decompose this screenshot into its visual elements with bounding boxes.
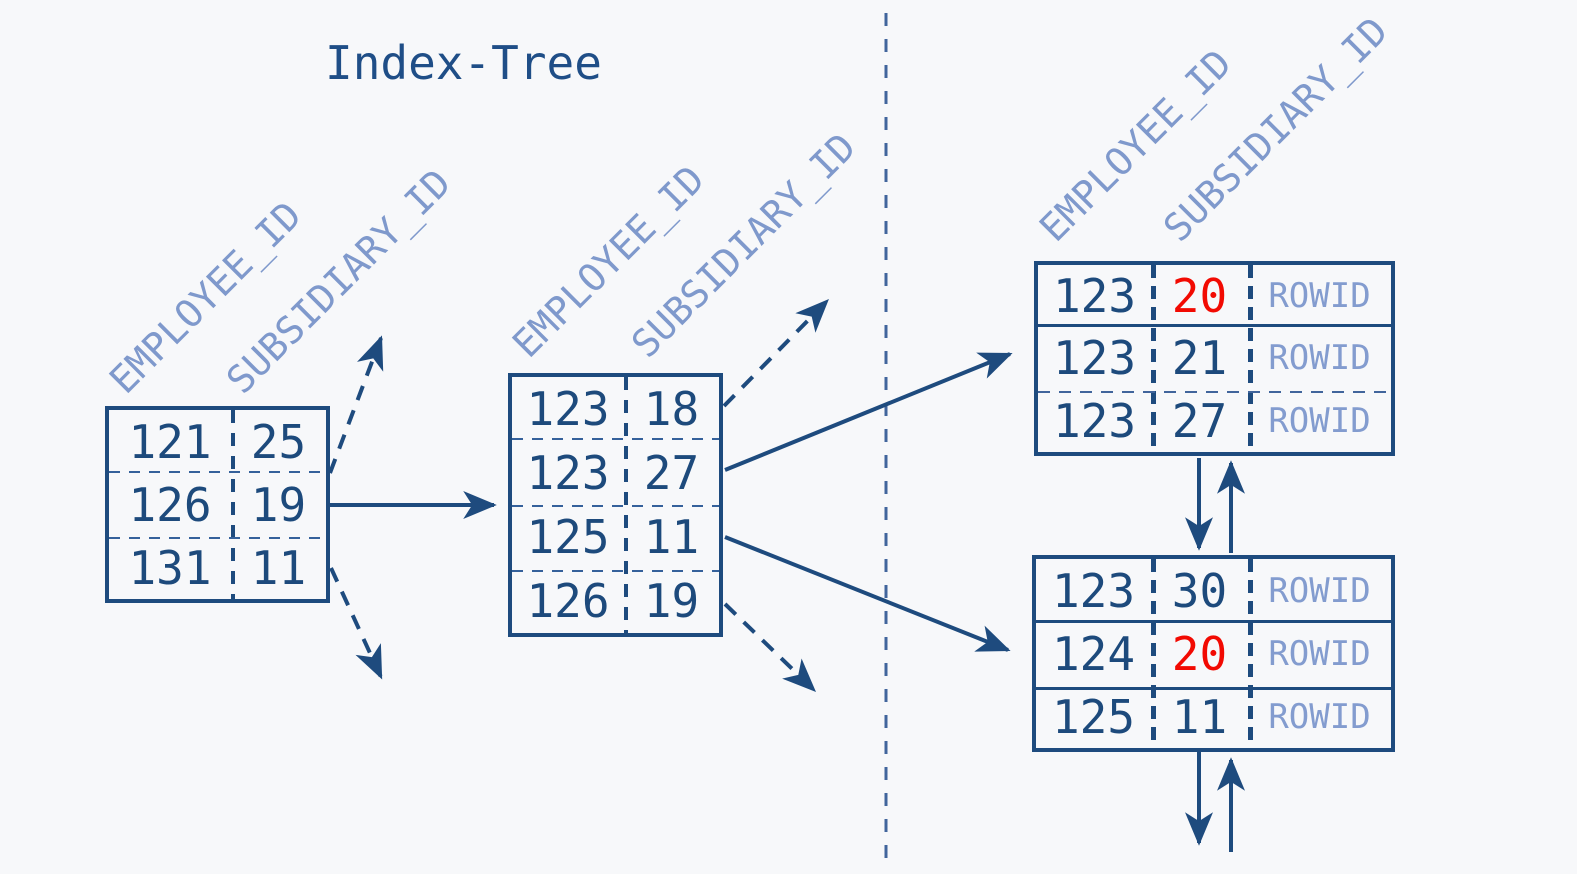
table-row: 123 20 ROWID <box>1038 265 1391 327</box>
leaf-node-bottom: 123 30 ROWID 124 20 ROWID 125 11 ROWID <box>1032 555 1395 752</box>
table-row: 125 11 ROWID <box>1036 685 1391 748</box>
table-row: 121 25 <box>109 410 326 473</box>
subsidiary-id-value: 11 <box>1171 689 1228 744</box>
table-row: 123 27 ROWID <box>1038 390 1391 452</box>
arrow-middle-to-leaf-top <box>724 352 1013 472</box>
employee-id-value: 123 <box>526 382 610 436</box>
row-separator <box>1036 620 1391 623</box>
table-row: 123 18 <box>512 377 719 441</box>
subsidiary-id-value: 19 <box>643 574 700 628</box>
subsidiary-id-value: 18 <box>643 382 700 436</box>
employee-id-value: 123 <box>1052 393 1137 448</box>
employee-id-value: 126 <box>128 477 212 532</box>
row-separator <box>1036 687 1391 690</box>
row-separator <box>109 537 326 539</box>
subsidiary-id-value: 11 <box>643 510 700 564</box>
table-row: 124 20 ROWID <box>1036 622 1391 685</box>
table-row: 131 11 <box>109 536 326 599</box>
table-row: 123 27 <box>512 441 719 505</box>
employee-id-value: 123 <box>1052 269 1137 324</box>
subsidiary-id-value: 11 <box>250 540 307 595</box>
table-row: 126 19 <box>512 569 719 633</box>
employee-id-value: 125 <box>1051 689 1136 744</box>
subsidiary-id-value: 20 <box>1171 626 1228 681</box>
employee-id-value: 131 <box>128 540 212 595</box>
column-separator <box>1248 265 1253 452</box>
table-row: 125 11 <box>512 505 719 569</box>
column-separator <box>231 410 235 599</box>
arrow-left-down-dashed <box>329 567 383 680</box>
employee-id-value: 123 <box>1052 331 1137 386</box>
rowid-label: ROWID <box>1268 570 1371 611</box>
employee-id-value: 126 <box>526 574 610 628</box>
employee-id-value: 123 <box>526 446 610 500</box>
arrow-middle-down-dashed <box>723 602 817 692</box>
row-separator <box>512 438 719 440</box>
employee-id-value: 123 <box>1051 563 1136 618</box>
employee-id-value: 121 <box>128 414 212 469</box>
row-separator <box>512 505 719 507</box>
arrow-left-up-dashed <box>328 335 384 474</box>
subsidiary-id-value: 30 <box>1171 563 1228 618</box>
subsidiary-id-value: 25 <box>250 414 307 469</box>
column-separator <box>1151 265 1156 452</box>
employee-id-value: 124 <box>1051 626 1136 681</box>
rowid-label: ROWID <box>1268 338 1371 379</box>
branch-node-left: 121 25 126 19 131 11 <box>105 406 330 603</box>
subsidiary-id-value: 19 <box>250 477 307 532</box>
column-separator <box>1248 559 1253 748</box>
table-row: 123 21 ROWID <box>1038 327 1391 389</box>
arrow-middle-up-dashed <box>722 299 829 408</box>
table-row: 123 30 ROWID <box>1036 559 1391 622</box>
rowid-label: ROWID <box>1268 633 1371 674</box>
column-separator <box>1151 559 1156 748</box>
leaf-node-top: 123 20 ROWID 123 21 ROWID 123 27 ROWID <box>1034 261 1395 456</box>
rowid-label: ROWID <box>1268 400 1371 441</box>
subsidiary-id-value: 20 <box>1171 269 1228 324</box>
subsidiary-id-value: 21 <box>1171 331 1228 386</box>
table-row: 126 19 <box>109 473 326 536</box>
rowid-label: ROWID <box>1268 696 1371 737</box>
row-separator <box>1038 324 1391 327</box>
employee-id-value: 125 <box>526 510 610 564</box>
rowid-label: ROWID <box>1268 276 1371 317</box>
subsidiary-id-value: 27 <box>643 446 700 500</box>
branch-node-middle: 123 18 123 27 125 11 126 19 <box>508 373 723 637</box>
diagram-title: Index-Tree <box>325 36 602 90</box>
subsidiary-id-value: 27 <box>1171 393 1228 448</box>
row-separator <box>1038 391 1391 393</box>
row-separator <box>109 471 326 473</box>
row-separator <box>512 570 719 572</box>
arrow-middle-to-leaf-bottom <box>724 535 1011 652</box>
